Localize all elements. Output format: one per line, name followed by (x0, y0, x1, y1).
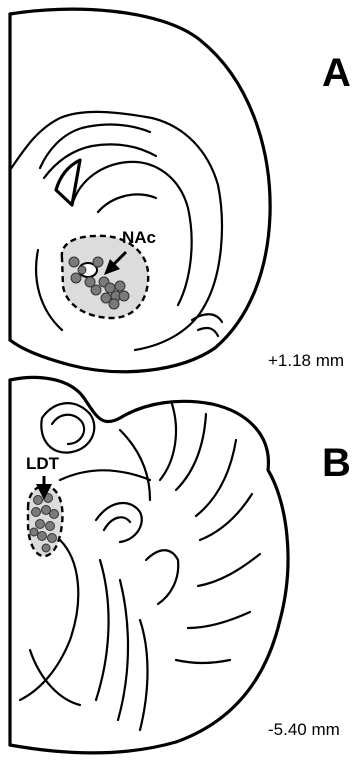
injection-site (42, 544, 50, 552)
injection-site (115, 281, 125, 291)
injection-site (46, 522, 55, 531)
injection-site (38, 532, 47, 541)
panel-b-coordinate: -5.40 mm (268, 720, 340, 739)
panel-b: LDT B -5.40 mm (10, 377, 351, 752)
nac-label: NAc (122, 228, 156, 247)
injection-site (71, 273, 81, 283)
injection-site (93, 257, 103, 267)
injection-site (30, 528, 38, 536)
injection-site (34, 496, 43, 505)
nac-region (62, 236, 148, 318)
injection-site (48, 534, 57, 543)
injection-site (85, 277, 95, 287)
panel-b-section-drawing (10, 377, 288, 752)
injection-site (78, 266, 86, 274)
injection-site (109, 299, 119, 309)
injection-site (69, 257, 79, 267)
injection-site (119, 291, 129, 301)
injection-site (50, 510, 59, 519)
injection-site (36, 520, 45, 529)
panel-a-section-drawing (10, 9, 270, 372)
panel-a-letter: A (322, 51, 351, 95)
injection-site (32, 508, 41, 517)
panel-a: NAc A +1.18 mm (10, 9, 351, 372)
panel-b-letter: B (322, 441, 351, 485)
ldt-label: LDT (26, 454, 60, 473)
panel-a-coordinate: +1.18 mm (268, 351, 344, 370)
